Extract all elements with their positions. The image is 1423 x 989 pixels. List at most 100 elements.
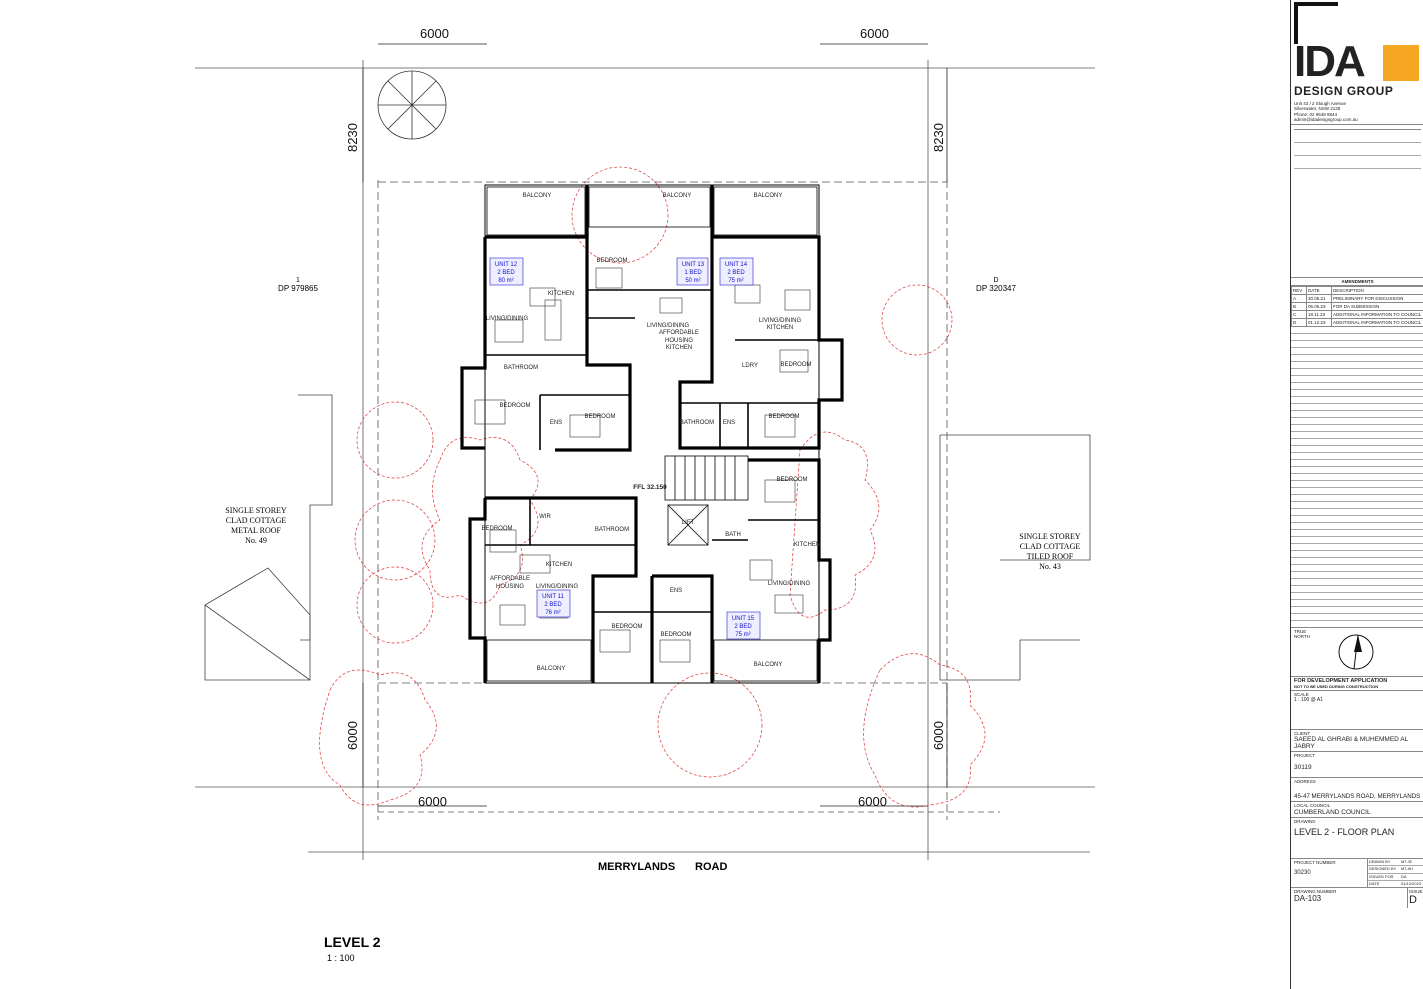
room-lift: LIFT: [682, 520, 695, 526]
trees: [319, 166, 986, 808]
level-title: LEVEL 2: [324, 934, 381, 950]
scale-block: SCALE 1 : 100 @ A1: [1291, 691, 1423, 731]
designed-by-label: DESIGNED BY: [1369, 866, 1397, 872]
room-balcony: BALCONY: [754, 662, 783, 668]
room-bathroom: BATHROOM: [680, 420, 714, 426]
amend-desc: PRELIMINARY FOR DISCUSSION: [1331, 294, 1423, 304]
room-bedroom: BEDROOM: [611, 624, 642, 630]
right-house-line3: TILED ROOF: [1027, 552, 1074, 561]
issued-for-label: ISSUED FOR: [1369, 873, 1394, 879]
amend-col-date: DATE: [1306, 286, 1332, 296]
existing-trees: [377, 70, 447, 140]
drawing-number-label: DRAWING NUMBER: [1294, 888, 1337, 894]
room-wir: WIR: [539, 514, 551, 520]
project-block: PROJECT 30119: [1291, 752, 1423, 778]
room-bedroom: BEDROOM: [660, 632, 691, 638]
stair-core: [664, 455, 749, 546]
unit-name: UNIT 15: [732, 616, 755, 622]
drawing-number-row: DRAWING NUMBER DA-103 ISSUE D: [1291, 887, 1423, 908]
project-number-cell: PROJECT NUMBER 30230: [1291, 858, 1368, 887]
room-balcony: BALCONY: [537, 666, 566, 672]
unit-bed: 2 BED: [497, 270, 515, 276]
room-living: LIVING/DINING: [759, 318, 802, 324]
neighbour-right-labels: D DP 320347 SINGLE STOREY CLAD COTTAGE T…: [976, 277, 1081, 571]
north-arrow-icon: [1338, 634, 1374, 670]
room-bedroom: BEDROOM: [780, 362, 811, 368]
amend-rev: C: [1291, 310, 1307, 320]
unit-tag-13: UNIT 13 1 BED 50 m²: [676, 257, 709, 286]
neighbour-left-labels: 1 DP 979865 SINGLE STOREY CLAD COTTAGE M…: [225, 277, 318, 545]
amend-date: 30.05.21: [1306, 294, 1332, 304]
north-block: TRUE NORTH: [1291, 628, 1423, 678]
logo-subtitle: DESIGN GROUP: [1294, 84, 1394, 98]
issue-value: D: [1409, 894, 1417, 907]
room-living: LIVING/DINING: [486, 316, 529, 322]
contact-suburb: Silverwater, NSW 2128: [1294, 106, 1341, 112]
notes-block: [1291, 125, 1423, 278]
floor-plan: 6000 6000 8230 8230 6000 6000 6000 6000 …: [195, 26, 1095, 963]
project-label: PROJECT: [1294, 753, 1316, 759]
unit-tag-11: UNIT 11 2 BED 76 m²: [536, 589, 571, 618]
room-ens: ENS: [550, 420, 562, 426]
north-label-1: TRUE: [1294, 629, 1307, 635]
room-housing: HOUSING: [665, 338, 693, 344]
issued-for-value: DA: [1401, 873, 1407, 879]
unit-area: 80 m²: [498, 278, 513, 284]
dim-top-right: 6000: [860, 26, 889, 41]
amend-desc: FOR DA SUBMISSION: [1331, 302, 1423, 312]
project-number-label: PROJECT NUMBER: [1294, 859, 1336, 865]
left-lot: 1: [296, 277, 300, 284]
address-label: ADDRESS: [1294, 778, 1316, 784]
dim-left-lower: 6000: [345, 721, 360, 750]
scale-label: SCALE: [1294, 692, 1309, 698]
address-block: ADDRESS 45-47 MERRYLANDS ROAD, MERRYLAND…: [1291, 778, 1423, 803]
logo-orange-square: [1383, 45, 1419, 81]
designed-by-value: MT.AH: [1401, 866, 1413, 872]
date-value: 01/12/2023: [1401, 881, 1422, 887]
room-ldry: LDRY: [742, 363, 758, 369]
drawn-by-label: DRAWN BY: [1369, 858, 1391, 864]
room-housing: HOUSING: [496, 584, 524, 590]
unit-bed: 2 BED: [544, 602, 562, 608]
neighbour-buildings: [204, 394, 1091, 681]
amend-rev: D: [1291, 318, 1307, 328]
issue-label: ISSUE: [1409, 888, 1423, 894]
road-name-1: MERRYLANDS: [598, 861, 675, 873]
amend-date: 01.12.23: [1306, 318, 1332, 328]
right-house-line2: CLAD COTTAGE: [1020, 542, 1081, 551]
client-block: CLIENT SAEED AL GHRABI & MUHEMMED AL JAB…: [1291, 730, 1423, 753]
issue-cell: ISSUE D: [1407, 887, 1423, 908]
drawing-label: DRAWING: [1294, 818, 1316, 824]
contact-email: admin@idadesigngroup.com.au: [1294, 117, 1358, 123]
unit-tag-14: UNIT 14 2 BED 75 m²: [719, 257, 754, 286]
amend-date: 05.06.23: [1306, 302, 1332, 312]
client-label: CLIENT: [1294, 731, 1311, 737]
room-kitchen: KITCHEN: [794, 542, 820, 548]
left-dp: DP 979865: [278, 284, 318, 293]
logo-area: IDA DESIGN GROUP: [1291, 0, 1423, 100]
room-balcony: BALCONY: [663, 193, 692, 199]
unit-area: 75 m²: [728, 278, 743, 284]
room-affordable: AFFORDABLE: [659, 330, 699, 336]
exterior-walls: [460, 185, 844, 683]
contact-block: Unit 43 / 2 Slough Avenue Silverwater, N…: [1291, 100, 1423, 125]
room-kitchen: KITCHEN: [767, 325, 793, 331]
room-bedroom: BEDROOM: [776, 477, 807, 483]
room-bedroom: BEDROOM: [596, 258, 627, 264]
unit-name: UNIT 11: [542, 594, 564, 600]
logo-mark: IDA: [1294, 37, 1366, 86]
unit-bed: 2 BED: [727, 270, 745, 276]
room-kitchen: KITCHEN: [666, 345, 692, 351]
amend-date: 18.11.23: [1306, 310, 1332, 320]
room-bedroom: BEDROOM: [768, 414, 799, 420]
dim-bottom-left: 6000: [418, 794, 447, 809]
date-label: DATE: [1369, 881, 1380, 887]
room-bathroom: BATHROOM: [595, 527, 629, 533]
room-living: LIVING/DINING: [536, 584, 579, 590]
